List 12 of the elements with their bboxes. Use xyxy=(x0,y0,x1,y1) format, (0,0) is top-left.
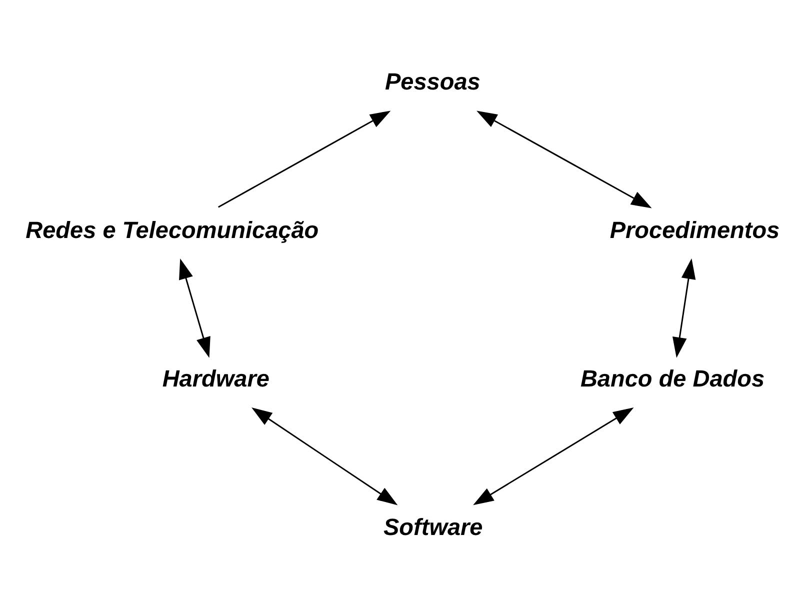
node-text: Software xyxy=(384,514,483,540)
node-text: Redes e Telecomunicação xyxy=(26,216,319,243)
arrow xyxy=(218,110,391,208)
node-text: Banco de Dados xyxy=(580,365,765,392)
arrow xyxy=(179,258,210,358)
node-text: Procedimentos xyxy=(610,216,780,243)
arrow xyxy=(473,408,634,506)
arrow xyxy=(672,258,696,358)
arrow xyxy=(476,110,652,208)
node-text: Hardware xyxy=(162,365,270,392)
arrow xyxy=(252,407,398,506)
node-text: Pessoas xyxy=(384,68,480,94)
